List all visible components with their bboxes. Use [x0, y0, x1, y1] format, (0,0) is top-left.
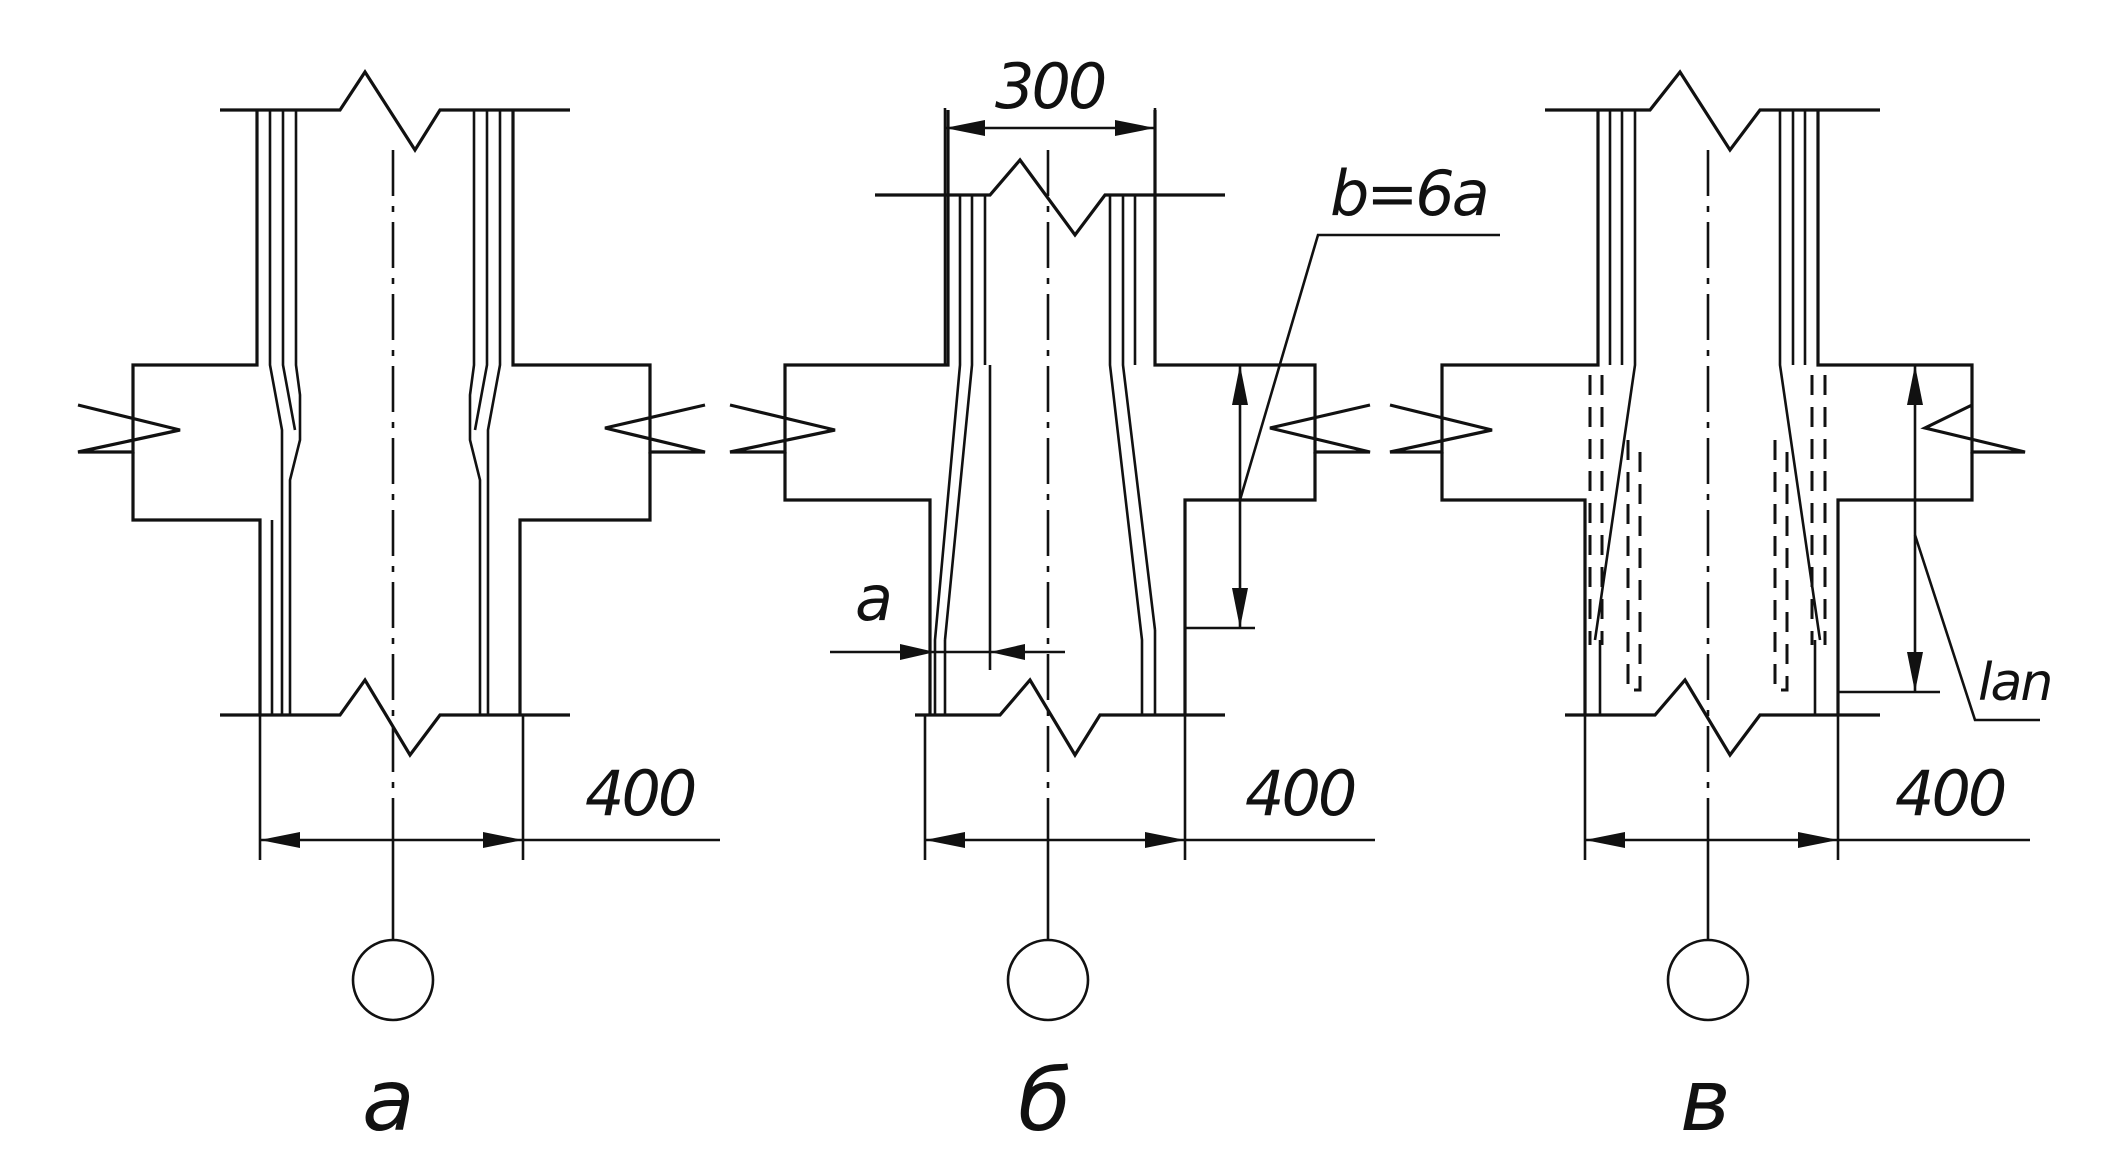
axis-marker-circle [1666, 938, 1750, 1022]
figure-a: 400 а [77, 69, 720, 1151]
figure-b: 300 a b=6a 400 б [729, 50, 1500, 1151]
splice-note: b=6a [1330, 157, 1487, 230]
figure-v: lan 400 в [1389, 69, 2053, 1151]
anchorage-label: lan [1978, 653, 2051, 713]
dim-400-a: 400 [585, 757, 695, 830]
dim-300: 300 [995, 50, 1105, 123]
dim-400-v: 400 [1895, 757, 2005, 830]
axis-marker-circle [351, 938, 435, 1022]
figure-label-b: б [1018, 1051, 1071, 1151]
figure-label-a: а [362, 1051, 415, 1151]
figure-label-v: в [1680, 1051, 1731, 1151]
axis-marker-circle [1006, 938, 1090, 1022]
offset-label-a: a [855, 562, 890, 635]
dim-400-b: 400 [1245, 757, 1355, 830]
